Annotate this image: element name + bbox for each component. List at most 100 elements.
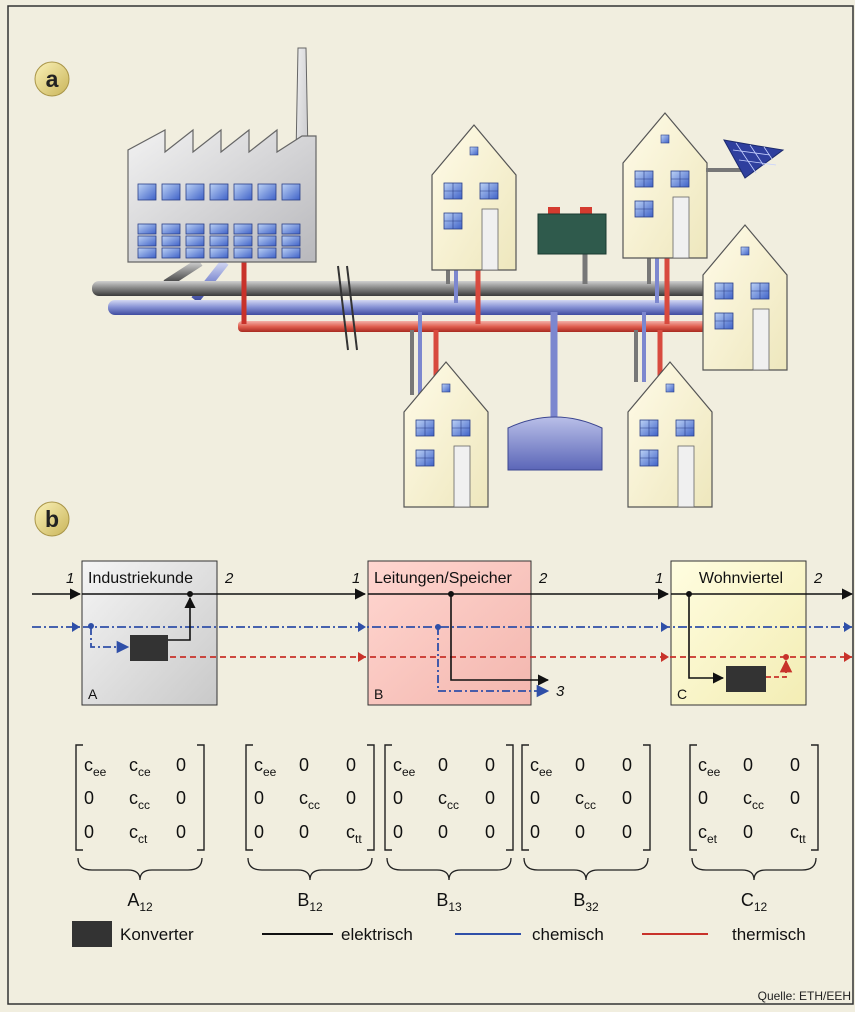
electric-pipe (92, 281, 712, 296)
matrix-label: C12 (741, 890, 768, 914)
matrix-cell: cce (129, 755, 151, 779)
house-icon (702, 224, 788, 371)
source-credit: Quelle: ETH/EEH (758, 989, 851, 1003)
box-title: Wohnviertel (699, 570, 783, 587)
battery-icon (537, 207, 607, 255)
converter-a (130, 635, 168, 661)
matrix-cell: 0 (485, 788, 495, 808)
matrix-cell: cee (698, 755, 721, 779)
matrix-label: B32 (573, 890, 599, 914)
matrix-cell: 0 (790, 788, 800, 808)
matrix-cell: ccc (299, 788, 320, 812)
matrix-cell: 0 (299, 822, 309, 842)
matrix-cell: 0 (84, 788, 94, 808)
panel-a: a (34, 47, 788, 508)
matrix-cell: cct (129, 822, 148, 846)
port-in-label: 1 (66, 570, 74, 587)
outer-frame (7, 5, 854, 1005)
gas-pipe (108, 300, 708, 315)
matrix-cell: 0 (393, 788, 403, 808)
matrix-cell: 0 (176, 788, 186, 808)
matrix-cell: ctt (790, 822, 806, 846)
box-corner-label: B (374, 686, 383, 702)
matrix-cell: 0 (622, 788, 632, 808)
matrix-cell: 0 (622, 755, 632, 775)
matrix-cell: 0 (530, 788, 540, 808)
matrix-cell: 0 (743, 755, 753, 775)
box-b-internals (435, 591, 550, 698)
port-out-label: 2 (538, 570, 548, 587)
panel-b-badge: b (34, 501, 70, 537)
house-icon (622, 112, 708, 259)
box-a-internals (88, 591, 196, 661)
solar-panel-icon (706, 139, 785, 179)
matrix-cell: 0 (485, 755, 495, 775)
storage-tank-icon (507, 416, 603, 471)
panel-a-label: a (46, 66, 59, 92)
box-leitungen-speicher (367, 560, 532, 706)
matrix-label: A12 (127, 890, 153, 914)
matrix-cell: ccc (743, 788, 764, 812)
matrix-cell: 0 (438, 822, 448, 842)
matrix-cell: 0 (393, 822, 403, 842)
legend-chemical-label: chemisch (532, 925, 604, 944)
port-in-label: 1 (352, 570, 360, 587)
house-icon (431, 124, 517, 271)
matrix-cell: 0 (346, 755, 356, 775)
matrix-cell: cee (530, 755, 553, 779)
panel-b-label: b (45, 506, 59, 532)
port-out-label: 2 (224, 570, 234, 587)
matrix-cell: 0 (254, 788, 264, 808)
matrix-cell: 0 (176, 822, 186, 842)
box-corner-label: C (677, 686, 687, 702)
matrix-cell: 0 (176, 755, 186, 775)
converter-c (726, 666, 766, 692)
matrix-cell: ccc (438, 788, 459, 812)
box-title: Leitungen/Speicher (374, 570, 513, 587)
matrix-cell: 0 (254, 822, 264, 842)
matrix-cell: cee (393, 755, 416, 779)
port-out-label: 2 (813, 570, 823, 587)
matrix-cell: 0 (485, 822, 495, 842)
box-title: Industriekunde (88, 570, 193, 587)
matrix-cell: 0 (575, 822, 585, 842)
legend: Konverter elektrisch chemisch thermisch (72, 921, 806, 947)
matrix-cell: 0 (299, 755, 309, 775)
matrix-cell: ccc (575, 788, 596, 812)
matrix-label: B13 (436, 890, 462, 914)
matrix-cell: 0 (698, 788, 708, 808)
legend-converter-swatch (72, 921, 112, 947)
matrix-cell: ccc (129, 788, 150, 812)
box-industriekunde (81, 560, 218, 706)
box-c-internals (686, 591, 793, 692)
legend-electric-label: elektrisch (341, 925, 413, 944)
matrix-cell: cet (698, 822, 718, 846)
matrix-cell: 0 (575, 755, 585, 775)
matrix-cell: 0 (346, 788, 356, 808)
matrix-label: B12 (297, 890, 323, 914)
matrix-cell: 0 (84, 822, 94, 842)
matrix-cell: 0 (530, 822, 540, 842)
panel-b: b (32, 501, 854, 1003)
matrix-cell: cee (254, 755, 277, 779)
house-icon (627, 361, 713, 508)
matrix-cell: 0 (790, 755, 800, 775)
panel-a-badge: a (34, 61, 70, 97)
matrix-cell: 0 (622, 822, 632, 842)
factory-icon (127, 47, 317, 263)
matrix-cell: 0 (743, 822, 753, 842)
box-corner-label: A (88, 686, 98, 702)
port-extra-label: 3 (556, 683, 565, 700)
pipe-network (92, 238, 712, 420)
legend-thermal-label: thermisch (732, 925, 806, 944)
legend-converter-label: Konverter (120, 925, 194, 944)
port-in-label: 1 (655, 570, 663, 587)
matrix-cell: cee (84, 755, 107, 779)
